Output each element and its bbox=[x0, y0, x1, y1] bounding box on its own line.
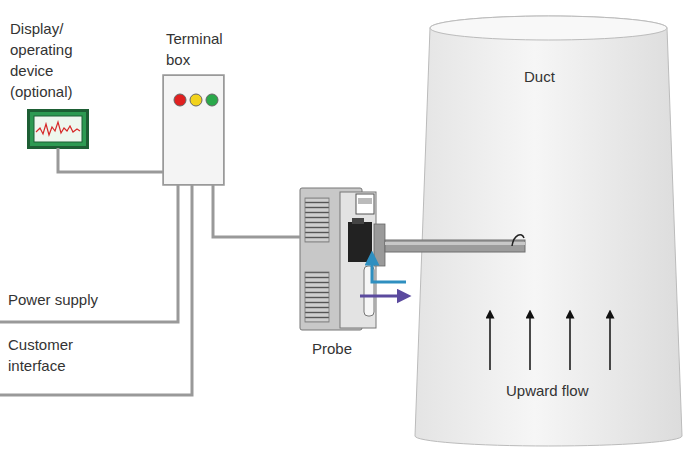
wire-label: Power supply bbox=[8, 289, 158, 310]
cable bbox=[213, 185, 300, 237]
power-supply-wire bbox=[0, 185, 178, 322]
cable bbox=[58, 148, 163, 172]
wire-label: Customer interface bbox=[8, 334, 88, 376]
node-label: Duct bbox=[524, 66, 555, 87]
customer-interface-wire bbox=[0, 185, 192, 395]
terminal-box: Terminal box bbox=[163, 75, 224, 185]
terminal-box-body bbox=[163, 75, 224, 185]
duct: DuctUpward flow bbox=[412, 8, 684, 448]
display-screen bbox=[28, 110, 88, 148]
node-label: Terminal box bbox=[166, 28, 236, 70]
probe-housing bbox=[300, 188, 406, 330]
node-label: Upward flow bbox=[506, 380, 589, 401]
display-device: Display/ operating device (optional) bbox=[28, 110, 88, 148]
probe: Probe bbox=[300, 188, 385, 330]
node-label: Display/ operating device (optional) bbox=[10, 18, 90, 102]
node-label: Probe bbox=[312, 338, 352, 359]
